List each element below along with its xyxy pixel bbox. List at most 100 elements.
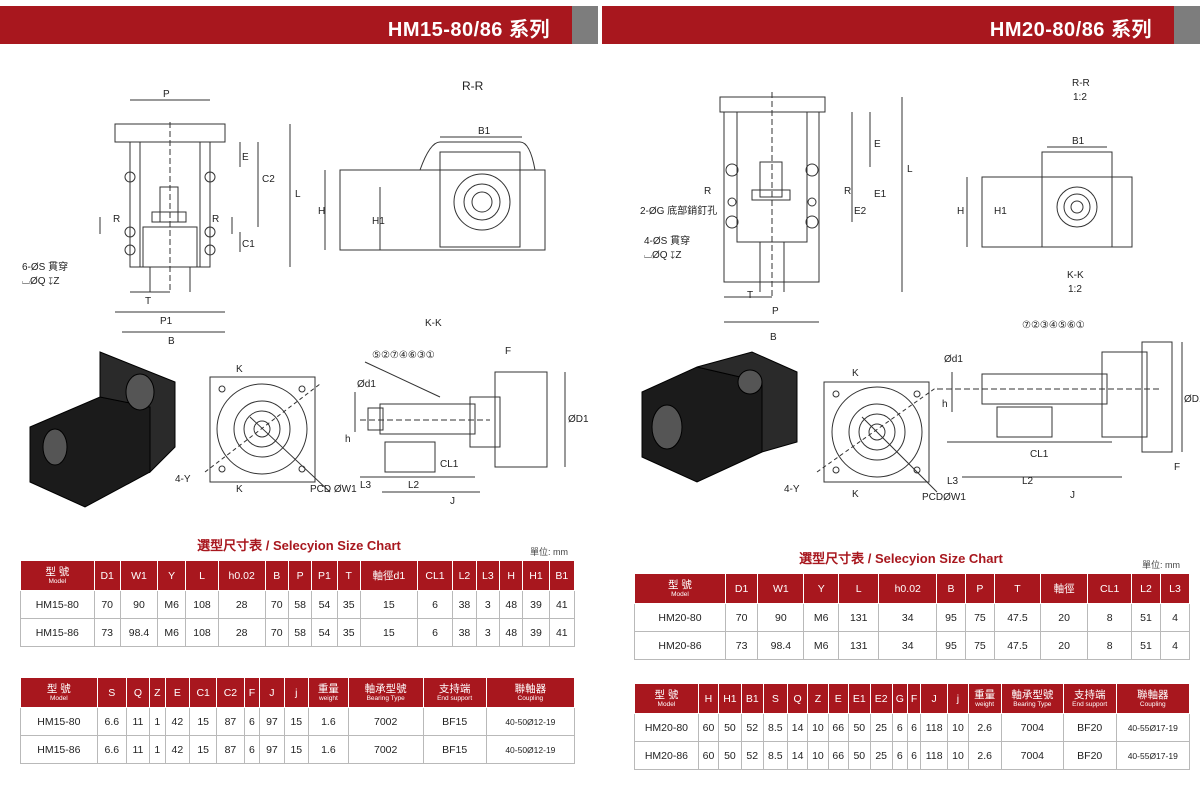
- table-cell: 60: [697, 713, 720, 742]
- column-header: L3: [1159, 573, 1191, 604]
- table-cell: 90: [119, 590, 159, 619]
- table-cell: 6: [416, 590, 454, 619]
- column-header: CL1: [1087, 573, 1133, 604]
- table-cell: 50: [718, 741, 742, 770]
- svg-text:H: H: [957, 206, 964, 217]
- column-header: Z: [807, 683, 829, 714]
- table-cell: 40-55Ø17-19: [1115, 713, 1190, 742]
- section-kk-view: [354, 361, 566, 493]
- table-cell: 7004: [1000, 713, 1064, 742]
- table-cell: 40-50Ø12-19: [485, 707, 576, 736]
- svg-text:P: P: [772, 306, 779, 317]
- table-cell: 66: [827, 713, 849, 742]
- table-cell: 14: [786, 741, 809, 770]
- table-cell: 11: [125, 735, 151, 764]
- svg-text:L: L: [295, 189, 301, 200]
- svg-text:4-Y: 4-Y: [175, 474, 191, 485]
- table-cell: HM15-80: [20, 707, 98, 736]
- svg-text:F: F: [505, 346, 511, 357]
- table-cell: 42: [164, 707, 191, 736]
- banner-accent: [572, 6, 598, 44]
- table-cell: 34: [878, 631, 938, 660]
- column-header: F: [907, 683, 922, 714]
- column-header: B1: [740, 683, 764, 714]
- svg-text:K-K: K-K: [425, 318, 442, 329]
- svg-text:T: T: [747, 290, 753, 301]
- column-header: j: [283, 677, 309, 708]
- table-cell: 70: [264, 618, 289, 647]
- column-header: B: [936, 573, 966, 604]
- table-cell: 35: [336, 590, 361, 619]
- table-cell: BF20: [1062, 741, 1117, 770]
- table-cell: 2.6: [967, 741, 1002, 770]
- table-cell: M6: [157, 590, 187, 619]
- table-cell: 118: [920, 741, 949, 770]
- table-cell: 87: [216, 707, 245, 736]
- table-cell: 6.6: [96, 735, 127, 764]
- column-header: H1: [718, 683, 742, 714]
- svg-text:CL1: CL1: [1030, 449, 1049, 460]
- table-cell: 75: [964, 603, 995, 632]
- table-cell: 2.6: [967, 713, 1002, 742]
- svg-text:CL1: CL1: [440, 459, 459, 470]
- svg-text:H1: H1: [372, 216, 385, 227]
- svg-text:⌴ØQ ↧Z: ⌴ØQ ↧Z: [644, 250, 681, 261]
- table-cell: 70: [93, 590, 121, 619]
- series-banner: HM15-80/86 系列: [0, 6, 598, 44]
- column-header: P1: [311, 560, 338, 591]
- table-cell: 70: [264, 590, 289, 619]
- table-cell: 6: [243, 707, 261, 736]
- column-header: T: [336, 560, 361, 591]
- table-cell: 66: [827, 741, 849, 770]
- drawing-labels: P R-R B1 H H1 L C2 E C1 R R 6-ØS 貫穿 ⌴ØQ …: [22, 79, 589, 507]
- svg-text:L3: L3: [360, 480, 372, 491]
- column-header: Y: [157, 560, 187, 591]
- column-header: E2: [869, 683, 893, 714]
- table-cell: 87: [216, 735, 245, 764]
- table-cell: 20: [1039, 603, 1089, 632]
- table-cell: HM15-80: [20, 590, 95, 619]
- svg-text:4-Y: 4-Y: [784, 484, 800, 495]
- table-cell: 58: [287, 590, 313, 619]
- svg-text:R-R: R-R: [1072, 78, 1090, 89]
- table-cell: 20: [1039, 631, 1089, 660]
- svg-text:J: J: [450, 496, 455, 507]
- svg-text:B: B: [770, 332, 777, 343]
- table-cell: 40-55Ø17-19: [1115, 741, 1190, 770]
- svg-text:P1: P1: [160, 316, 173, 327]
- table-cell: 70: [724, 603, 759, 632]
- table-cell: 52: [740, 741, 764, 770]
- column-header: H: [499, 560, 524, 591]
- column-header: E1: [847, 683, 871, 714]
- technical-drawing: P R-R B1 H H1 L C2 E C1 R R 6-ØS 貫穿 ⌴ØQ …: [22, 79, 589, 508]
- column-header: W1: [757, 573, 805, 604]
- series-title: HM15-80/86 系列: [387, 19, 550, 41]
- table-cell: 90: [757, 603, 805, 632]
- unit-label: 單位: mm: [1142, 560, 1180, 570]
- column-header: E: [827, 683, 849, 714]
- table-cell: HM20-80: [634, 713, 699, 742]
- column-header: h0.02: [878, 573, 938, 604]
- table-cell: 10: [947, 741, 969, 770]
- right-series-panel: HM20-80/86 系列: [602, 0, 1200, 800]
- table-cell: 6.6: [96, 707, 127, 736]
- table-cell: 108: [185, 590, 219, 619]
- column-header: P: [287, 560, 313, 591]
- table-cell: 6: [907, 713, 922, 742]
- table-cell: 48: [499, 618, 524, 647]
- table-cell: 50: [847, 741, 871, 770]
- column-header: F: [243, 677, 261, 708]
- svg-text:K: K: [852, 489, 859, 500]
- svg-text:H: H: [318, 206, 325, 217]
- table-cell: 35: [336, 618, 361, 647]
- table-cell: 41: [548, 618, 576, 647]
